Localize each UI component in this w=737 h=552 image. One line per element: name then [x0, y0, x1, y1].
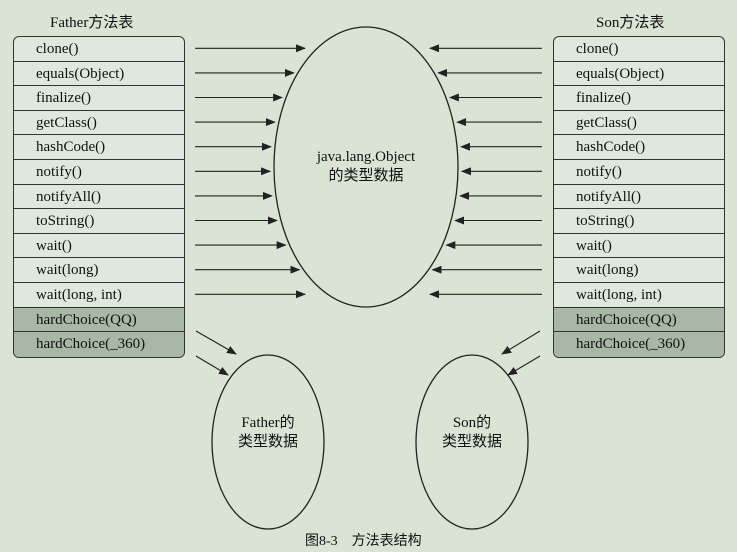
father-method-row: notify() [14, 160, 184, 185]
son-method-row: getClass() [554, 111, 724, 136]
father-table-title: Father方法表 [50, 15, 134, 31]
son-method-table: clone()equals(Object)finalize()getClass(… [553, 36, 725, 358]
father-method-row: clone() [14, 37, 184, 62]
son-method-row: notify() [554, 160, 724, 185]
father-method-row: wait(long) [14, 258, 184, 283]
father-own-method-arrow [195, 330, 237, 355]
son-method-row: wait() [554, 234, 724, 259]
father-method-row: getClass() [14, 111, 184, 136]
son-method-row: clone() [554, 37, 724, 62]
son-method-row: hashCode() [554, 135, 724, 160]
figure-caption: 图8-3 方法表结构 [305, 534, 422, 549]
son-method-row: hardChoice(_360) [554, 332, 724, 357]
father-type-ellipse [211, 354, 325, 530]
father-method-row: hardChoice(QQ) [14, 307, 184, 333]
father-method-table: clone()equals(Object)finalize()getClass(… [13, 36, 185, 358]
father-method-row: hardChoice(_360) [14, 332, 184, 357]
son-method-row: finalize() [554, 86, 724, 111]
object-type-line2: 的类型数据 [328, 168, 404, 184]
father-type-line1: Father的 [241, 415, 295, 431]
father-method-row: finalize() [14, 86, 184, 111]
son-type-ellipse [415, 354, 529, 530]
son-method-row: notifyAll() [554, 185, 724, 210]
father-method-row: toString() [14, 209, 184, 234]
son-type-line1: Son的 [452, 415, 492, 431]
son-type-line2: 类型数据 [441, 434, 502, 450]
object-type-label: java.lang.Object 的类型数据 [296, 148, 436, 186]
son-type-label: Son的 类型数据 [422, 414, 522, 452]
father-method-row: wait(long, int) [14, 283, 184, 308]
father-type-label: Father的 类型数据 [218, 414, 318, 452]
father-method-row: hashCode() [14, 135, 184, 160]
object-type-line1: java.lang.Object [316, 149, 416, 165]
father-type-line2: 类型数据 [237, 434, 298, 450]
son-table-title: Son方法表 [596, 15, 665, 31]
son-method-row: wait(long) [554, 258, 724, 283]
father-method-row: notifyAll() [14, 185, 184, 210]
son-method-row: toString() [554, 209, 724, 234]
father-method-row: wait() [14, 234, 184, 259]
father-method-row: equals(Object) [14, 62, 184, 87]
son-method-row: equals(Object) [554, 62, 724, 87]
object-type-ellipse [273, 26, 459, 308]
son-own-method-arrow [507, 355, 541, 376]
father-own-method-arrow [195, 355, 229, 376]
son-own-method-arrow [501, 330, 541, 355]
son-method-row: wait(long, int) [554, 283, 724, 308]
son-method-row: hardChoice(QQ) [554, 307, 724, 333]
